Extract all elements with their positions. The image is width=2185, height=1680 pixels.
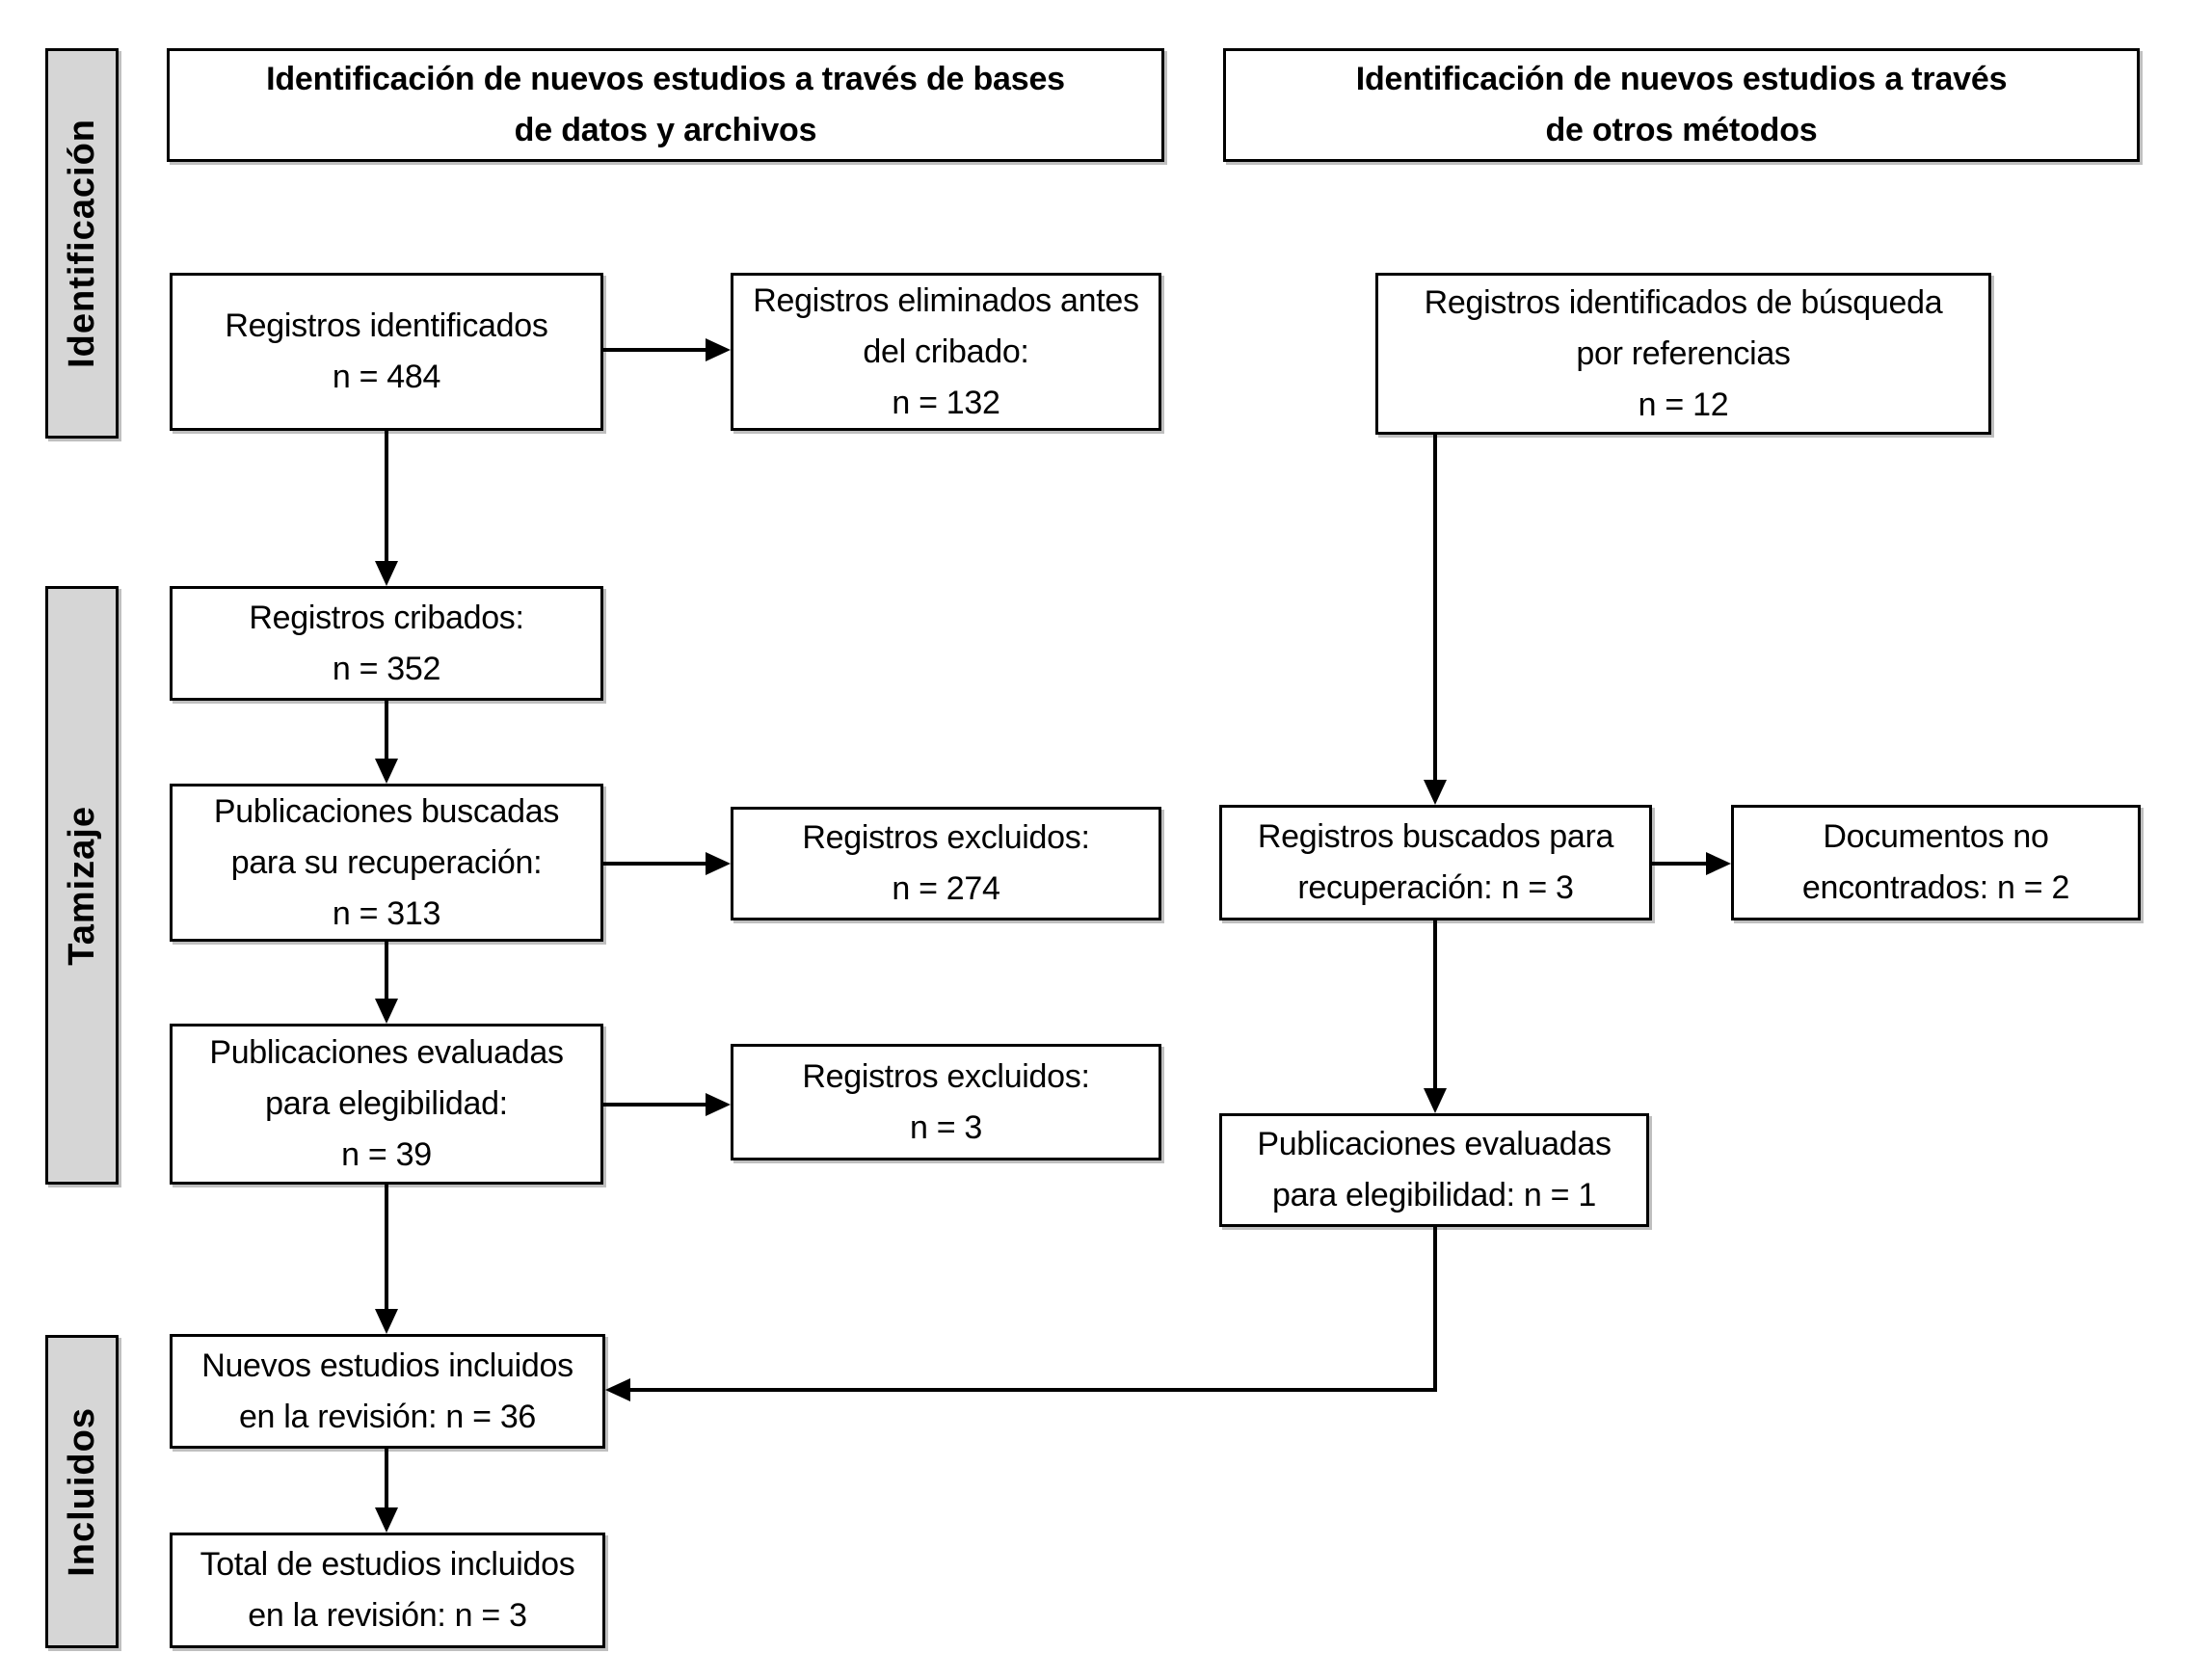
box-publications-assessed: Publicaciones evaluadas para elegibilida… xyxy=(170,1024,603,1185)
box-line: n = 484 xyxy=(332,359,441,395)
arrowhead-down-icon xyxy=(1424,1088,1447,1113)
sidebar-stage-included-label: Incluidos xyxy=(61,1406,102,1577)
arrow-screened-to-sought-line xyxy=(385,701,388,759)
box-line: Registros excluidos: xyxy=(802,819,1090,856)
arrowhead-down-icon xyxy=(375,1309,398,1334)
box-references-assessed: Publicaciones evaluadas para elegibilida… xyxy=(1219,1113,1649,1227)
box-line: n = 352 xyxy=(332,650,441,687)
box-records-removed-before-screening: Registros eliminados antes del cribado: … xyxy=(731,273,1161,431)
arrowhead-down-icon xyxy=(375,561,398,586)
box-references-sought: Registros buscados para recuperación: n … xyxy=(1219,805,1652,920)
arrow-refs-assessed-elbow-vline xyxy=(1433,1227,1437,1392)
header-other-methods-line2: de otros métodos xyxy=(1545,112,1818,148)
sidebar-stage-included: Incluidos xyxy=(45,1335,119,1648)
box-line: encontrados: n = 2 xyxy=(1801,869,2070,906)
box-line: Registros identificados de búsqueda xyxy=(1424,283,1943,321)
box-line: Publicaciones evaluadas xyxy=(209,1034,564,1071)
box-line: Registros eliminados antes xyxy=(753,281,1139,319)
box-records-screened: Registros cribados: n = 352 xyxy=(170,586,603,701)
box-line: para su recuperación: xyxy=(230,843,543,881)
box-line: Documentos no xyxy=(1823,818,2049,855)
box-line: Registros cribados: xyxy=(249,599,524,636)
arrowhead-down-icon xyxy=(1424,780,1447,805)
header-other-methods-line1: Identificación de nuevos estudios a trav… xyxy=(1355,61,2008,97)
box-publications-sought: Publicaciones buscadas para su recuperac… xyxy=(170,784,603,942)
box-line: para elegibilidad: n = 1 xyxy=(1272,1177,1596,1213)
box-line: del cribado: xyxy=(863,333,1029,370)
arrow-assessed-to-included-line xyxy=(385,1185,388,1309)
box-line: en la revisión: n = 36 xyxy=(238,1398,537,1435)
arrowhead-right-icon xyxy=(706,338,731,361)
box-line: por referencias xyxy=(1576,334,1791,372)
box-line: n = 39 xyxy=(341,1136,432,1173)
header-databases-line1: Identificación de nuevos estudios a trav… xyxy=(266,61,1065,97)
box-line: Publicaciones evaluadas xyxy=(1257,1126,1612,1162)
box-line: Publicaciones buscadas xyxy=(213,792,560,830)
sidebar-stage-screening: Tamizaje xyxy=(45,586,119,1185)
arrowhead-down-icon xyxy=(375,759,398,784)
sidebar-stage-identification: Identificación xyxy=(45,48,119,439)
arrow-identified-to-removed-line xyxy=(603,348,706,352)
box-line: n = 12 xyxy=(1638,386,1729,423)
arrowhead-down-icon xyxy=(375,999,398,1024)
box-line: para elegibilidad: xyxy=(265,1085,508,1122)
box-total-studies-included: Total de estudios incluidos en la revisi… xyxy=(170,1533,605,1648)
header-databases-line2: de datos y archivos xyxy=(514,112,817,148)
arrow-refs-sought-to-notfound-line xyxy=(1652,862,1706,866)
box-line: n = 3 xyxy=(909,1108,983,1146)
box-line: n = 274 xyxy=(892,870,1000,907)
arrow-refs-assessed-elbow-hline xyxy=(630,1388,1437,1392)
arrow-refs-identified-to-sought-line xyxy=(1433,435,1437,780)
box-line: Registros excluidos: xyxy=(802,1057,1090,1095)
sidebar-stage-identification-label: Identificación xyxy=(61,119,102,368)
arrow-sought-to-excluded-line xyxy=(603,862,706,866)
arrow-new-to-total-line xyxy=(385,1449,388,1507)
arrowhead-right-icon xyxy=(706,852,731,875)
box-line: Total de estudios incluidos xyxy=(200,1546,575,1583)
box-line: n = 313 xyxy=(332,894,441,932)
box-records-identified: Registros identificados n = 484 xyxy=(170,273,603,431)
box-line: recuperación: n = 3 xyxy=(1297,869,1574,906)
header-other-methods: Identificación de nuevos estudios a trav… xyxy=(1223,48,2140,162)
box-line: en la revisión: n = 3 xyxy=(248,1597,527,1634)
box-documents-not-found: Documentos no encontrados: n = 2 xyxy=(1731,805,2141,920)
arrow-sought-to-assessed-line xyxy=(385,942,388,999)
box-line: Nuevos estudios incluidos xyxy=(201,1347,573,1384)
sidebar-stage-screening-label: Tamizaje xyxy=(61,805,102,966)
arrowhead-right-icon xyxy=(1706,852,1731,875)
header-databases: Identificación de nuevos estudios a trav… xyxy=(167,48,1164,162)
arrowhead-down-icon xyxy=(375,1507,398,1533)
arrowhead-right-icon xyxy=(706,1093,731,1116)
arrow-assessed-to-excluded-line xyxy=(603,1103,706,1107)
box-line: n = 132 xyxy=(892,384,1000,421)
arrowhead-left-icon xyxy=(605,1378,630,1401)
box-line: Registros buscados para xyxy=(1257,818,1614,855)
box-new-studies-included: Nuevos estudios incluidos en la revisión… xyxy=(170,1334,605,1449)
box-records-excluded-2: Registros excluidos: n = 3 xyxy=(731,1044,1161,1160)
arrow-refs-sought-to-assessed-line xyxy=(1433,920,1437,1088)
arrow-identified-to-screened-line xyxy=(385,431,388,561)
box-records-identified-references: Registros identificados de búsqueda por … xyxy=(1375,273,1991,435)
box-records-excluded: Registros excluidos: n = 274 xyxy=(731,807,1161,920)
box-line: Registros identificados xyxy=(225,307,548,344)
